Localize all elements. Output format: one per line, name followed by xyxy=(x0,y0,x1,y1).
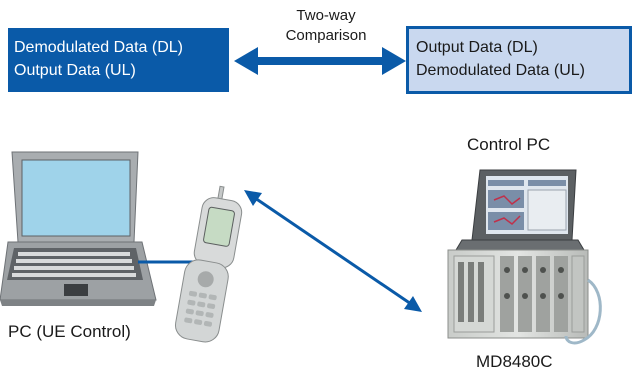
md8480c-tester-icon xyxy=(447,169,602,345)
two-way-comparison-label: Two-way Comparison xyxy=(258,6,394,46)
comparison-line1: Two-way xyxy=(296,7,356,24)
comparison-line2: Comparison xyxy=(285,27,367,44)
pc-ue-control-label: PC (UE Control) xyxy=(8,322,131,341)
ue-data-line1: Demodulated Data (DL) xyxy=(14,39,183,56)
md8480c-data-box: Output Data (DL) Demodulated Data (UL) xyxy=(406,26,632,94)
mobile-phone-icon xyxy=(174,185,243,343)
md-data-line1: Output Data (DL) xyxy=(416,39,538,56)
md8480c-label: MD8480C xyxy=(476,352,553,371)
laptop-icon xyxy=(0,151,157,306)
radio-link-double-arrow-icon xyxy=(244,190,422,312)
ue-data-box: Demodulated Data (DL) Output Data (UL) xyxy=(8,28,229,92)
control-pc-label: Control PC xyxy=(467,135,551,154)
comparison-double-arrow-icon xyxy=(234,47,406,75)
md-data-line2: Demodulated Data (UL) xyxy=(416,62,585,79)
ue-data-line2: Output Data (UL) xyxy=(14,62,136,79)
